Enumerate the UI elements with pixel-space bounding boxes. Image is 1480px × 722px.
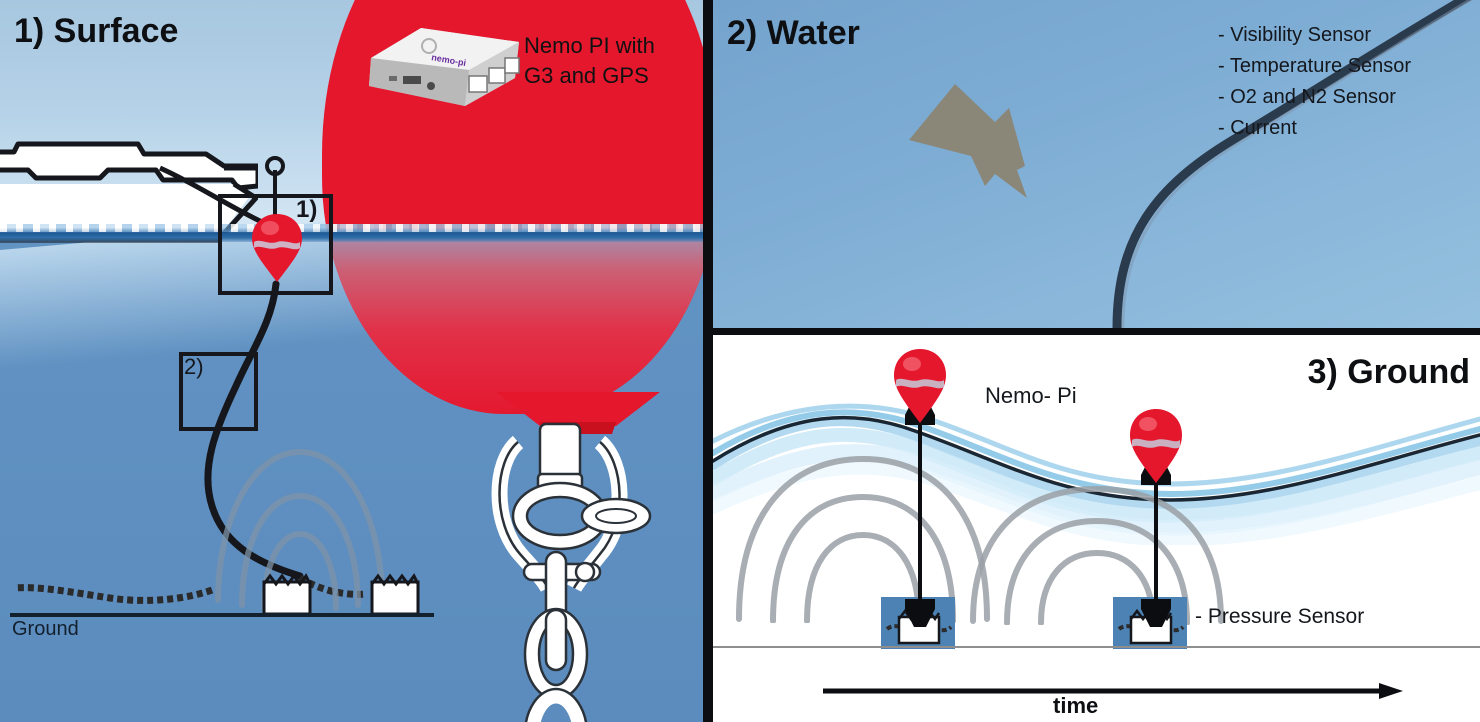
sensor-list: - Visibility Sensor - Temperature Sensor… bbox=[1218, 20, 1411, 144]
depth-arrow-2 bbox=[1141, 457, 1171, 627]
panel-water: 2) Water - Visibility Sensor - Temperatu… bbox=[713, 0, 1480, 328]
pressure-sensor-label: - Pressure Sensor bbox=[1195, 605, 1365, 628]
waterline-foam bbox=[0, 224, 703, 232]
panel-heading-surface: 1) Surface bbox=[14, 12, 179, 50]
callout-box-2 bbox=[179, 352, 258, 431]
wave-band bbox=[713, 403, 1480, 545]
underwater-cable bbox=[1112, 0, 1473, 328]
depth-arrow-1 bbox=[905, 397, 935, 627]
panel-surface: 1) 2) nemo-pi Nemo PI with G3 and GPS Gr… bbox=[0, 0, 703, 722]
callout-label-1: 1) bbox=[296, 196, 318, 223]
panel-divider-horizontal bbox=[713, 328, 1480, 335]
buoy-submerged-part bbox=[322, 230, 703, 414]
callout-label-2: 2) bbox=[184, 354, 204, 379]
sensor-list-item-current: - Current bbox=[1218, 117, 1297, 139]
surface-buoy-small bbox=[252, 214, 302, 282]
ground-buoy-2 bbox=[1130, 409, 1182, 483]
sensor-list-item-temperature: - Temperature Sensor bbox=[1218, 55, 1412, 77]
seabed-sensor-2 bbox=[370, 573, 420, 616]
panel-heading-water: 2) Water bbox=[727, 14, 860, 52]
nemo-pi-device: nemo-pi bbox=[369, 28, 520, 106]
nemo-pi-caption: Nemo PI with G3 and GPS bbox=[524, 33, 655, 88]
time-axis-arrow bbox=[823, 683, 1403, 699]
ground-label: Ground bbox=[12, 618, 79, 640]
acoustic-waves-right bbox=[970, 485, 1224, 625]
acoustic-waves-surface bbox=[215, 448, 385, 611]
ground-buoy-1 bbox=[894, 349, 946, 423]
sensor-list-item-o2-n2: - O2 and N2 Sensor bbox=[1218, 86, 1396, 108]
shackle-chain-hardware bbox=[491, 422, 652, 722]
panel-divider-vertical bbox=[703, 0, 713, 722]
drift-pointer-icon bbox=[909, 84, 1027, 198]
time-axis-label: time bbox=[1053, 693, 1099, 718]
seabed-sensor-1 bbox=[262, 573, 312, 616]
ground-line bbox=[10, 613, 434, 617]
nemo-pi-buoy-label: Nemo- Pi bbox=[985, 383, 1077, 408]
panel-heading-ground: 3) Ground bbox=[1307, 353, 1470, 391]
ground-baseline bbox=[713, 646, 1480, 648]
callout-box-1 bbox=[218, 194, 333, 295]
sensor-list-item-visibility: - Visibility Sensor bbox=[1218, 24, 1372, 46]
panel-ground: 3) Ground Nemo- Pi - Pressure Sensor tim… bbox=[713, 335, 1480, 722]
